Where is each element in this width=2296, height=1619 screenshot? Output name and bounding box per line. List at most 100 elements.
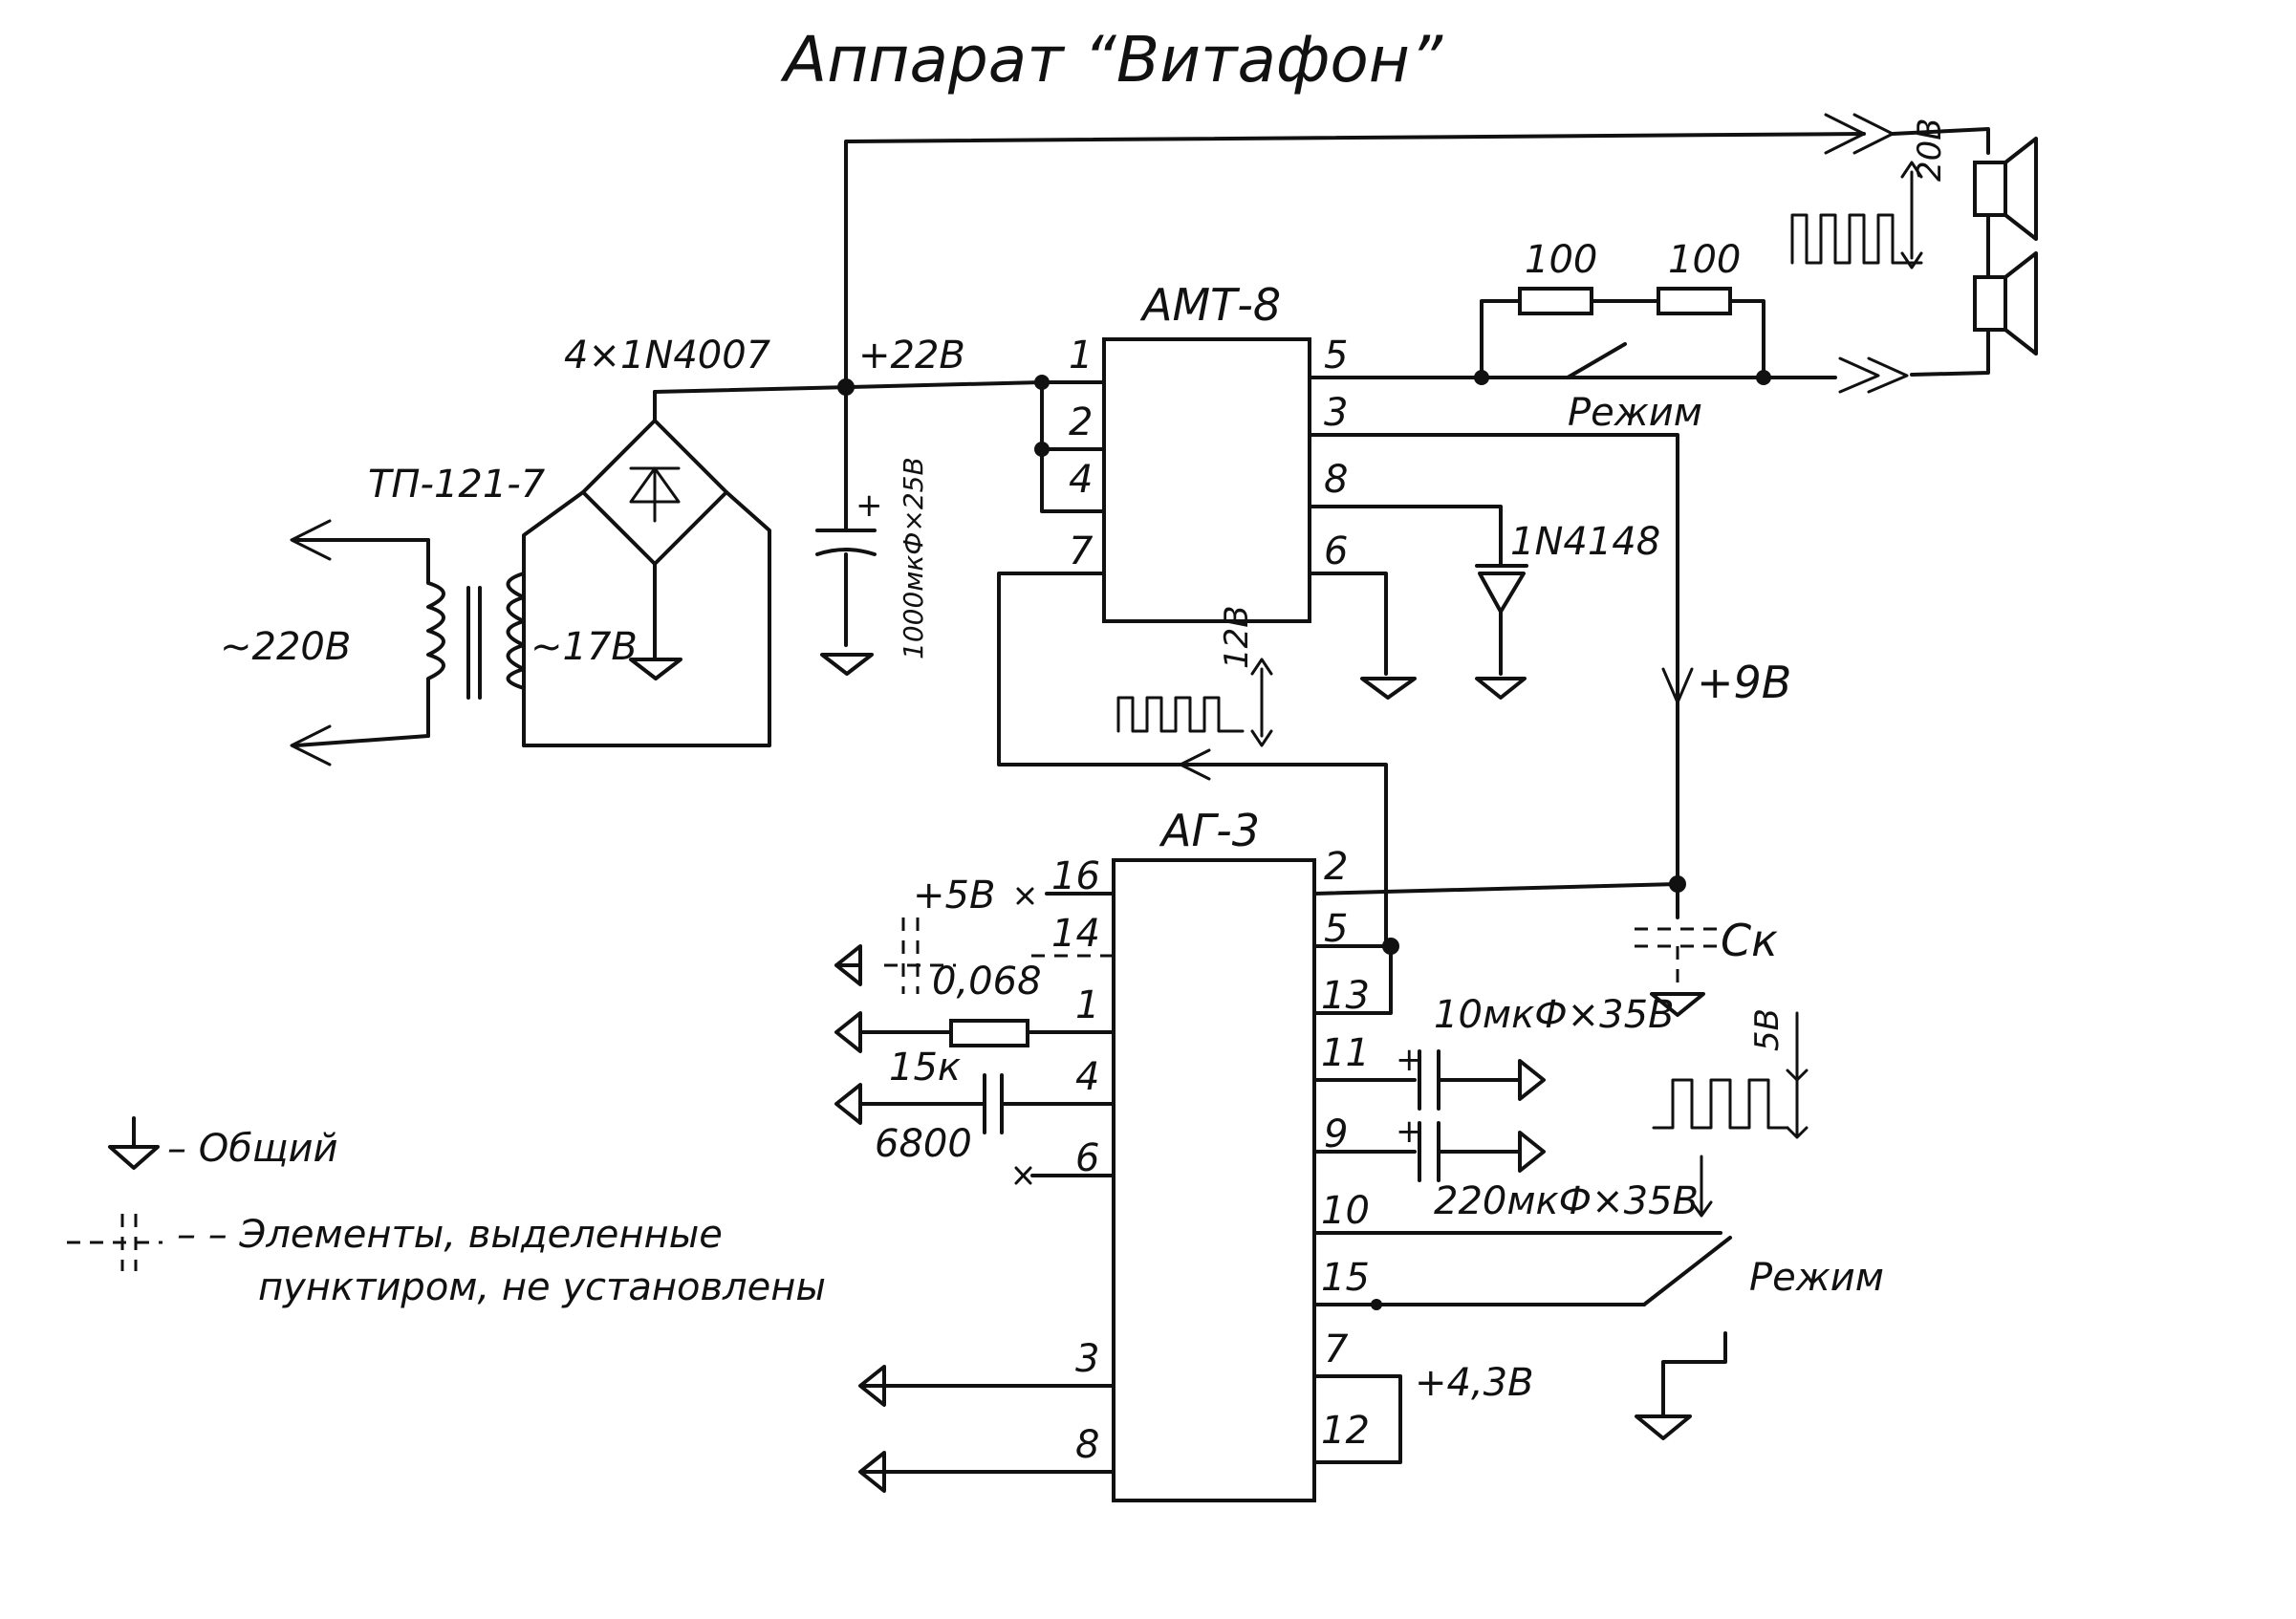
output-arrow-3-icon <box>858 1365 886 1407</box>
amt8-pin-1: 1 <box>1069 334 1093 378</box>
amt8-pins124-bus <box>1040 380 1106 513</box>
ag3-pin-9: 9 <box>1324 1112 1348 1156</box>
top-to-speaker-wire <box>1891 127 1990 155</box>
legend-common: – Общий <box>167 1127 338 1171</box>
supply-rail-label: +22В <box>858 334 965 378</box>
ag3-pin-16: 16 <box>1051 854 1100 898</box>
ag3-pin-15: 15 <box>1321 1256 1370 1300</box>
legend-ground-icon <box>108 1116 160 1170</box>
resistor-15k <box>949 1019 1029 1047</box>
ag3-pin-11: 11 <box>1321 1031 1370 1075</box>
ck-cap-icon <box>1635 927 1721 984</box>
resistor-r2 <box>1657 287 1732 315</box>
junction-dot <box>1474 370 1489 385</box>
ag3-pin-12: 12 <box>1321 1409 1370 1453</box>
ag3-chip <box>1112 858 1316 1502</box>
filter-cap-plus: + <box>856 486 883 525</box>
junction-dot <box>1371 1299 1382 1310</box>
ag3-pin-7: 7 <box>1324 1328 1349 1371</box>
amt8-name: АМТ-8 <box>1139 279 1281 331</box>
ag3-name: АГ-3 <box>1159 805 1260 856</box>
resistor-r1 <box>1518 287 1593 315</box>
amt8-pin8-wire <box>1308 505 1503 566</box>
bridge-right-wire <box>522 490 771 747</box>
r15k-label: 15к <box>889 1046 961 1090</box>
filter-cap-icon <box>815 529 877 556</box>
cap-10u-icon <box>1418 1049 1440 1111</box>
mains-wire <box>294 538 430 747</box>
out-arrow-icon <box>1838 356 1909 394</box>
pulse-20v-label: 20В <box>1911 118 1949 182</box>
speaker-top-icon <box>1973 137 2038 241</box>
amt8-pin-6: 6 <box>1324 529 1348 573</box>
ground-left-1-icon <box>834 1011 862 1053</box>
filter-cap-label: 1000мкФ×25В <box>898 457 929 659</box>
mode-switch-ground-wire <box>1661 1331 1727 1416</box>
junction-dot <box>1034 442 1050 457</box>
amt8-pin-8: 8 <box>1324 458 1348 502</box>
amt8-pin7-loop <box>997 572 1388 948</box>
amt8-pin-7: 7 <box>1069 529 1094 573</box>
pulse-5v-arrow-icon <box>1786 1011 1809 1139</box>
amt8-pin-2: 2 <box>1069 400 1093 444</box>
ground-pin6-icon <box>1360 677 1417 700</box>
ground-left-14-icon <box>834 944 862 986</box>
pulse-12v-arrow-icon <box>1250 658 1273 747</box>
bridge-left-wire <box>522 490 585 747</box>
legend-dashed-line1: – – Элементы, выделенные <box>177 1213 723 1257</box>
mains-arrow-bottom-icon <box>290 724 332 766</box>
bridge-bottom-ground <box>629 562 682 680</box>
ag3-pin-6: 6 <box>1075 1136 1099 1180</box>
pulse-waveform-speaker <box>1790 213 1923 265</box>
ag3-pin7-12-wire <box>1312 1374 1402 1464</box>
mode-switch-top-label: Режим <box>1568 391 1702 435</box>
output-arrow-8-icon <box>858 1451 886 1493</box>
c0068-label: 0,068 <box>932 960 1042 1004</box>
ag3-pin-5: 5 <box>1324 907 1348 951</box>
ag3-pin2-wire <box>1312 882 1679 919</box>
cap-10u-plus: + <box>1396 1041 1423 1079</box>
ag3-pin9-arrow-icon <box>1518 1131 1546 1173</box>
v43-label: +4,3В <box>1415 1361 1534 1405</box>
c6800-label: 6800 <box>875 1122 972 1166</box>
pulse-5v-label: 5В <box>1748 1008 1787 1051</box>
ground-diode-icon <box>1475 677 1527 700</box>
rail-9v-arrow-icon <box>1661 667 1694 704</box>
transformer-core-icon <box>466 586 482 700</box>
cap-220u-icon <box>1418 1121 1440 1182</box>
speaker-bottom-icon <box>1973 251 2038 356</box>
pulse-5v-down-arrow-icon <box>1690 1155 1713 1218</box>
r2-label: 100 <box>1668 238 1741 282</box>
transformer-primary-icon <box>426 538 445 738</box>
diode-bridge-label: 4×1N4007 <box>564 334 771 378</box>
top-rail-wire <box>844 132 1866 384</box>
ag3-pin16-x-icon <box>1016 887 1034 905</box>
ag3-pin5-wire <box>1312 944 1393 1015</box>
amt8-chip <box>1102 337 1311 623</box>
amt8-pin6-wire <box>1308 572 1388 676</box>
diode-1n4148-icon <box>1475 564 1528 676</box>
transformer-label: ТП-121-7 <box>368 463 546 507</box>
legend-dashed-line2: пунктиром, не установлены <box>258 1265 826 1309</box>
cap-6800-icon <box>983 1073 1004 1134</box>
ag3-pin14-dashed-wire <box>884 954 1114 967</box>
cap-220u-label: 220мкФ×35В <box>1434 1179 1699 1223</box>
junction-dot <box>1382 938 1399 955</box>
mains-arrow-top-icon <box>290 519 332 561</box>
ag3-pin-1: 1 <box>1075 983 1099 1027</box>
legend-dashed-icon <box>67 1214 162 1271</box>
v5-label: +5В <box>913 874 995 917</box>
ag3-pin11-arrow-icon <box>1518 1059 1546 1101</box>
junction-dot <box>1669 875 1686 893</box>
loop-arrow-icon <box>1179 748 1211 781</box>
cap-0068-dashed-icon <box>901 917 920 994</box>
cap-220u-plus: + <box>1396 1112 1423 1151</box>
ground-cap-icon <box>820 653 874 676</box>
speaker-link-wire <box>1910 213 1990 377</box>
amt8-pin-5: 5 <box>1324 334 1348 378</box>
pulse-waveform-5v <box>1652 1078 1789 1130</box>
ag3-pin-8: 8 <box>1075 1423 1099 1467</box>
amt8-pin-3: 3 <box>1324 391 1348 435</box>
diode-1n4148-label: 1N4148 <box>1510 520 1660 564</box>
